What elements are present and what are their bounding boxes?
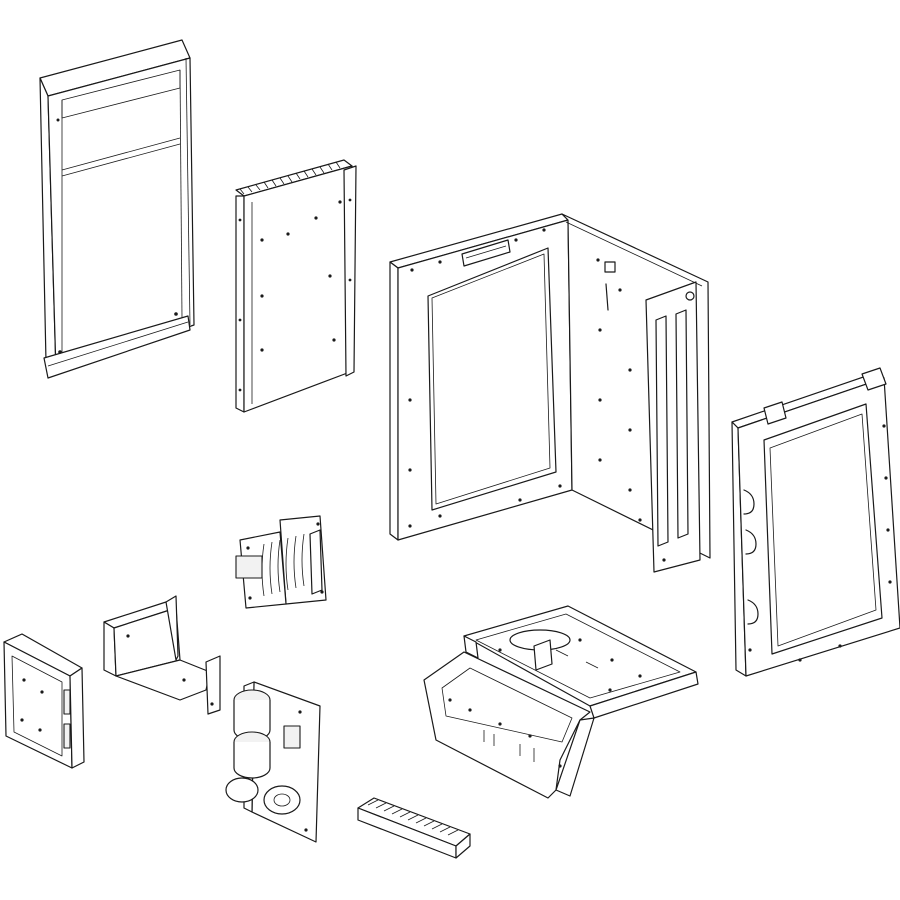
heatsink-plate	[235, 159, 357, 413]
front-cover-panel	[39, 39, 195, 379]
heatsink-fins	[239, 161, 341, 195]
frame-holes	[408, 228, 666, 562]
control-box	[3, 633, 85, 769]
transformer-windings	[261, 533, 305, 597]
rear-frame-holes	[748, 424, 892, 662]
transformer	[235, 515, 327, 609]
mounting-bracket	[103, 595, 221, 715]
rear-frame	[731, 367, 900, 677]
tray-slots	[483, 649, 599, 762]
base-tray	[423, 605, 699, 799]
capacitor-board	[225, 681, 321, 843]
plate-holes	[238, 198, 352, 392]
housing-frame	[389, 213, 711, 573]
tray-holes	[448, 638, 642, 768]
terminal-slots	[367, 799, 459, 836]
terminal-strip	[357, 797, 471, 859]
